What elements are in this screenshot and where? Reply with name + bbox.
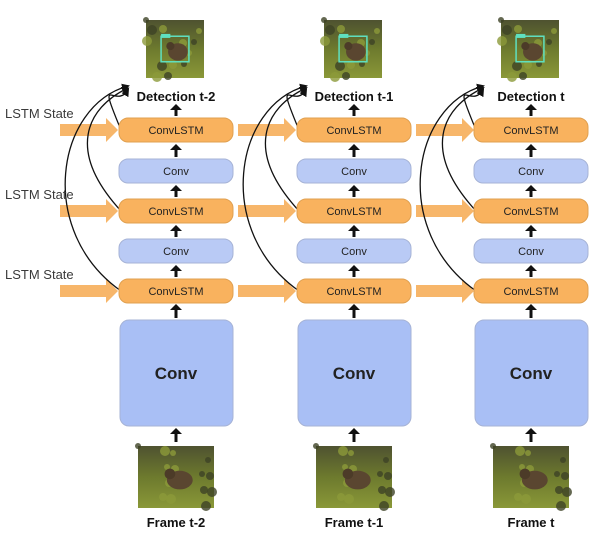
block-label: ConvLSTM — [148, 125, 203, 137]
conv-block: Conv — [118, 238, 234, 264]
block-label: Conv — [341, 166, 367, 178]
up-arrow-icon — [170, 265, 182, 277]
conv-block: Conv — [473, 238, 589, 264]
block-label: ConvLSTM — [503, 125, 558, 137]
block-label: ConvLSTM — [326, 125, 381, 137]
lstm-state-input-arrow — [60, 199, 118, 223]
convlstm-block: ConvLSTM — [473, 278, 589, 304]
lstm-state-input-arrow — [60, 279, 118, 303]
backbone-label: Conv — [333, 364, 376, 383]
lstm-state-transfer-arrow — [238, 199, 296, 223]
frame-label: Frame t-1 — [325, 515, 384, 530]
up-arrow-icon — [348, 104, 360, 116]
block-label: Conv — [518, 246, 544, 258]
up-arrow-icon — [525, 104, 537, 116]
conv-backbone-block: Conv — [119, 319, 234, 427]
up-arrow-icon — [348, 265, 360, 277]
skip-connection-arrow — [286, 88, 308, 131]
frame-image — [313, 443, 395, 511]
frame-image — [490, 443, 572, 511]
up-arrow-icon — [170, 185, 182, 197]
block-label: ConvLSTM — [503, 286, 558, 298]
up-arrow-icon — [525, 144, 537, 157]
convlstm-block: ConvLSTM — [296, 198, 412, 224]
convlstm-block: ConvLSTM — [473, 117, 589, 143]
lstm-state-label: LSTM State — [5, 187, 74, 202]
frame-label: Frame t-2 — [147, 515, 206, 530]
up-arrow-icon — [525, 185, 537, 197]
up-arrow-icon — [170, 428, 182, 442]
up-arrow-icon — [525, 304, 537, 318]
backbone-label: Conv — [510, 364, 553, 383]
block-label: Conv — [163, 246, 189, 258]
skip-curves-layer — [64, 83, 485, 292]
convlstm-block: ConvLSTM — [473, 198, 589, 224]
conv-backbone-block: Conv — [297, 319, 412, 427]
lstm-state-transfer-arrow — [416, 279, 474, 303]
up-arrow-icon — [170, 104, 182, 116]
block-label: ConvLSTM — [503, 206, 558, 218]
block-label: ConvLSTM — [326, 206, 381, 218]
up-arrow-icon — [348, 428, 360, 442]
columns-layer: Detection t-2ConvLSTMConvConvLSTMConvCon… — [118, 17, 589, 530]
up-arrow-icon — [170, 225, 182, 237]
skip-connection-arrow — [419, 83, 485, 292]
column-3: Detection tConvLSTMConvConvLSTMConvConvL… — [473, 17, 589, 530]
convlstm-block: ConvLSTM — [118, 278, 234, 304]
lstm-state-transfer-arrow — [416, 118, 474, 142]
up-arrow-icon — [348, 144, 360, 157]
block-label: Conv — [341, 246, 367, 258]
detection-image — [142, 17, 204, 82]
state-arrows-layer — [60, 118, 474, 303]
skip-connection-arrow — [108, 88, 130, 131]
block-label: ConvLSTM — [148, 206, 203, 218]
lstm-state-transfer-arrow — [238, 279, 296, 303]
convlstm-block: ConvLSTM — [296, 117, 412, 143]
skip-connection-arrow — [64, 83, 130, 292]
up-arrow-icon — [170, 144, 182, 157]
convlstm-block: ConvLSTM — [118, 117, 234, 143]
up-arrow-icon — [525, 428, 537, 442]
up-arrow-icon — [348, 304, 360, 318]
convlstm-block: ConvLSTM — [296, 278, 412, 304]
block-label: Conv — [518, 166, 544, 178]
up-arrow-icon — [348, 185, 360, 197]
block-label: ConvLSTM — [326, 286, 381, 298]
column-1: Detection t-2ConvLSTMConvConvLSTMConvCon… — [118, 17, 234, 530]
column-2: Detection t-1ConvLSTMConvConvLSTMConvCon… — [296, 17, 412, 530]
up-arrow-icon — [348, 225, 360, 237]
detection-image — [320, 17, 382, 82]
block-label: Conv — [163, 166, 189, 178]
frame-label: Frame t — [508, 515, 556, 530]
conv-backbone-block: Conv — [474, 319, 589, 427]
block-label: ConvLSTM — [148, 286, 203, 298]
convlstm-block: ConvLSTM — [118, 198, 234, 224]
frame-image — [135, 443, 217, 511]
detection-image — [497, 17, 559, 82]
detection-label: Detection t — [497, 89, 565, 104]
lstm-state-label: LSTM State — [5, 106, 74, 121]
lstm-state-label: LSTM State — [5, 267, 74, 282]
skip-connection-arrow — [463, 88, 485, 131]
up-arrow-icon — [525, 225, 537, 237]
lstm-state-transfer-arrow — [416, 199, 474, 223]
conv-block: Conv — [118, 158, 234, 184]
detection-label: Detection t-2 — [137, 89, 216, 104]
up-arrow-icon — [525, 265, 537, 277]
detection-label: Detection t-1 — [315, 89, 394, 104]
conv-block: Conv — [296, 238, 412, 264]
conv-block: Conv — [473, 158, 589, 184]
backbone-label: Conv — [155, 364, 198, 383]
skip-connection-arrow — [242, 83, 308, 292]
conv-block: Conv — [296, 158, 412, 184]
up-arrow-icon — [170, 304, 182, 318]
